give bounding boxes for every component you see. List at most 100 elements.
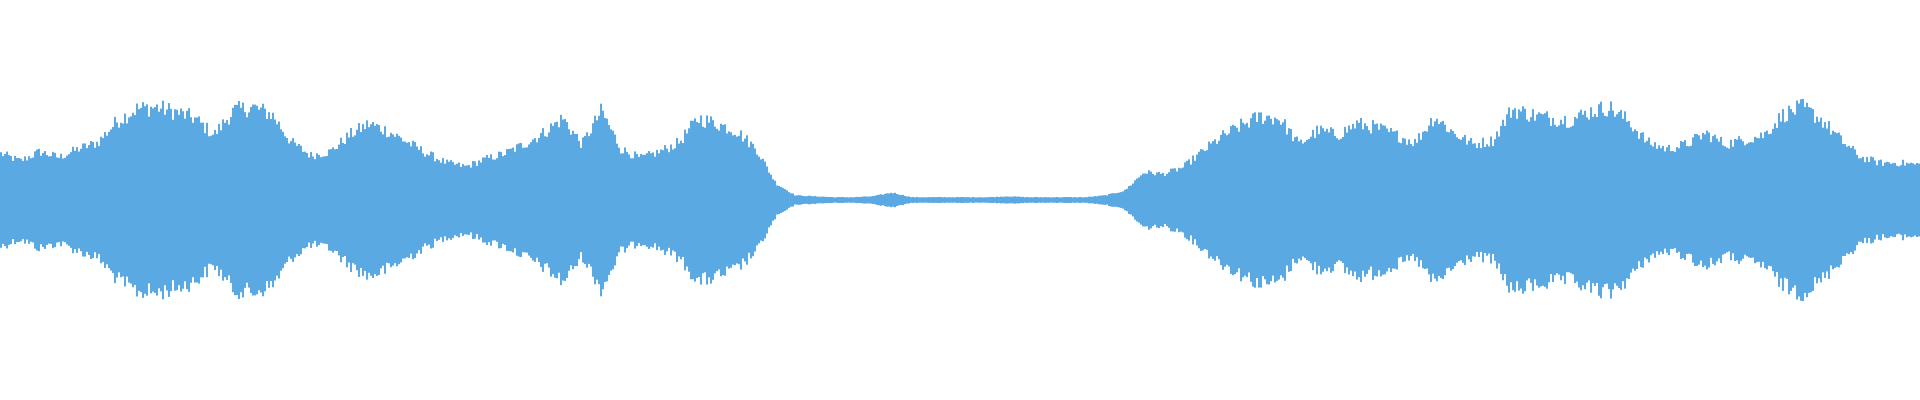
waveform-sample (636, 154, 638, 246)
waveform-sample (170, 108, 172, 292)
waveform-sample (322, 156, 324, 244)
waveform-sample (1054, 197, 1056, 203)
waveform-sample (976, 197, 978, 203)
waveform-sample (1066, 197, 1068, 203)
waveform-sample (1856, 154, 1858, 246)
waveform-sample (1232, 124, 1234, 276)
waveform-sample (1110, 193, 1112, 207)
waveform-sample (1330, 127, 1332, 273)
waveform-sample (700, 115, 702, 285)
waveform-sample (224, 122, 226, 278)
waveform-sample (1650, 144, 1652, 256)
waveform-sample (1416, 142, 1418, 258)
waveform-sample (1442, 120, 1444, 280)
waveform-sample (420, 146, 422, 254)
waveform-sample (818, 196, 820, 204)
waveform-sample (350, 128, 352, 272)
waveform-sample (1276, 119, 1278, 281)
waveform-sample (456, 163, 458, 237)
waveform-sample (1692, 137, 1694, 263)
waveform-sample (152, 108, 154, 292)
waveform-sample (1910, 162, 1912, 238)
waveform-sample (476, 165, 478, 235)
waveform-sample (900, 195, 902, 205)
waveform-sample (944, 197, 946, 203)
waveform-sample (624, 147, 626, 253)
waveform-sample (4, 153, 6, 247)
waveform-sample (266, 118, 268, 282)
waveform-sample (1882, 165, 1884, 235)
waveform-sample (1252, 113, 1254, 287)
waveform-sample (1234, 125, 1236, 275)
waveform-sample (746, 135, 748, 265)
waveform-sample (1026, 197, 1028, 203)
waveform-sample (1482, 137, 1484, 263)
waveform-sample (1312, 129, 1314, 271)
waveform-sample (1044, 197, 1046, 203)
waveform-sample (938, 196, 940, 204)
waveform-sample (1634, 129, 1636, 271)
waveform-sample (310, 152, 312, 248)
waveform-sample (1106, 195, 1108, 205)
waveform-sample (220, 130, 222, 270)
waveform-sample (1904, 165, 1906, 235)
waveform-sample (1586, 117, 1588, 283)
waveform-sample (360, 132, 362, 268)
waveform-sample (1000, 196, 1002, 204)
waveform-sample (1868, 161, 1870, 239)
waveform-sample (1218, 140, 1220, 260)
waveform-sample (206, 122, 208, 278)
waveform-sample (1426, 131, 1428, 269)
waveform-sample (180, 108, 182, 292)
waveform-sample (1480, 148, 1482, 252)
waveform-sample (758, 156, 760, 244)
waveform-sample (118, 127, 120, 273)
waveform-sample (208, 136, 210, 264)
waveform-sample (408, 142, 410, 258)
waveform-sample (1556, 126, 1558, 274)
waveform-sample (168, 103, 170, 297)
waveform-sample (294, 142, 296, 258)
waveform-sample (552, 125, 554, 275)
waveform-sample (158, 111, 160, 289)
waveform-sample (1242, 122, 1244, 278)
waveform-sample (966, 197, 968, 203)
waveform-sample (1298, 141, 1300, 259)
waveform-sample (716, 128, 718, 272)
waveform-sample (1146, 173, 1148, 227)
waveform-sample (1290, 128, 1292, 272)
waveform-sample (1642, 132, 1644, 268)
waveform-sample (82, 143, 84, 257)
waveform-sample (88, 145, 90, 255)
waveform-sample (1516, 118, 1518, 282)
waveform-sample (1566, 127, 1568, 273)
waveform-sample (160, 108, 162, 292)
waveform-sample (752, 143, 754, 257)
waveform-sample (1790, 109, 1792, 291)
waveform-sample (396, 133, 398, 267)
waveform-sample (1736, 139, 1738, 261)
waveform-sample (1472, 143, 1474, 257)
waveform-sample (838, 197, 840, 203)
waveform-sample (1768, 134, 1770, 266)
waveform-sample (22, 161, 24, 239)
waveform-sample (1626, 121, 1628, 279)
waveform-sample (1188, 159, 1190, 241)
waveform-sample (1652, 146, 1654, 254)
waveform-sample (952, 197, 954, 203)
waveform-sample (912, 196, 914, 204)
waveform-sample (490, 154, 492, 246)
waveform-sample (142, 102, 144, 298)
waveform-sample (1264, 120, 1266, 280)
waveform-sample (1086, 197, 1088, 203)
waveform-sample (1558, 125, 1560, 275)
waveform-sample (1214, 139, 1216, 261)
waveform-sample (1308, 138, 1310, 262)
waveform-sample (1884, 162, 1886, 238)
waveform-sample (1404, 138, 1406, 262)
waveform-sample (1348, 125, 1350, 275)
waveform-sample (1260, 112, 1262, 288)
waveform-sample (1420, 139, 1422, 261)
waveform-sample (998, 197, 1000, 203)
waveform-sample (234, 104, 236, 296)
